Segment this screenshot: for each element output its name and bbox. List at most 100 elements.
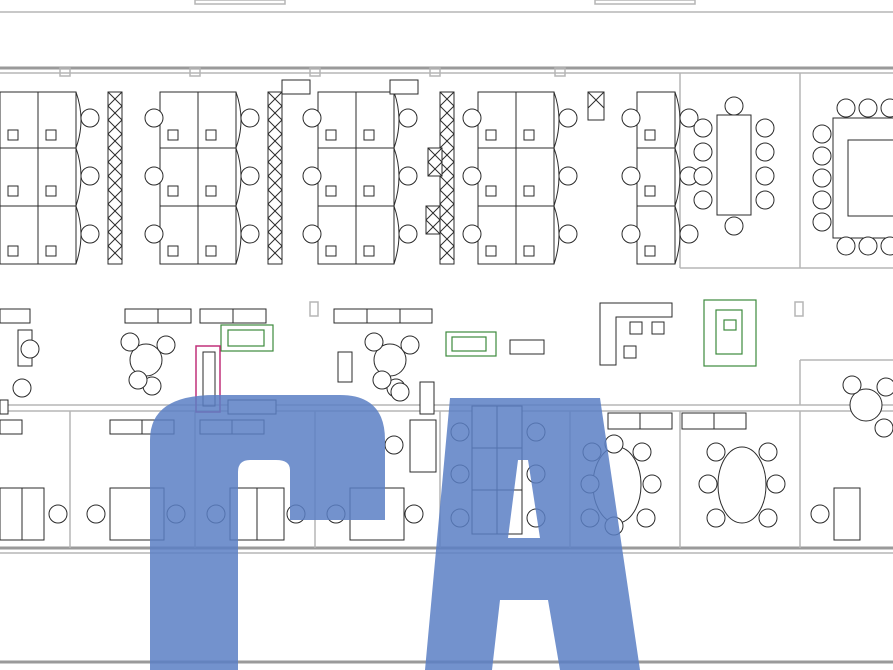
chair [302,108,322,128]
chair [810,504,830,524]
chair [156,335,176,355]
chair [858,98,878,118]
chair [755,118,775,138]
chair [400,335,420,355]
chair [582,442,602,462]
chair [526,422,546,442]
column-brace [267,133,283,149]
storage-column [587,91,605,121]
column-brace [439,119,455,135]
chair [144,108,164,128]
chair [206,504,226,524]
column-brace [267,175,283,191]
chair [302,224,322,244]
chair [880,98,893,118]
storage-column [427,147,443,177]
workstation-pod [621,91,699,265]
chair [384,435,404,455]
monitor-unit [45,129,57,141]
meeting-room-long-table [693,96,775,236]
monitor-unit [644,185,656,197]
highlighted-cabinet [195,345,221,413]
column-brace [107,133,123,149]
chair [526,464,546,484]
column-brace [107,189,123,205]
monitor-unit [325,129,337,141]
chair [755,190,775,210]
column-brace [107,147,123,163]
column-frame [587,91,605,121]
chair [462,108,482,128]
storage-column [281,79,311,95]
chair [604,434,624,454]
column-brace [267,189,283,205]
chair [450,422,470,442]
column-brace [439,203,455,219]
column-brace [439,217,455,233]
chair [724,96,744,116]
column-brace [267,147,283,163]
monitor-unit [485,185,497,197]
column-frame [425,205,441,235]
chair [874,418,893,438]
chair [128,370,148,390]
pod-curve [393,91,400,265]
monitor-unit [205,245,217,257]
monitor-unit [485,129,497,141]
chair [302,166,322,186]
chair [604,516,624,536]
chair [724,216,744,236]
monitor-unit [644,245,656,257]
chair [876,377,893,397]
monitor-unit [45,245,57,257]
chair [398,166,418,186]
column-frame [281,79,311,95]
monitor-unit [363,129,375,141]
pod-curve [235,91,242,265]
column-brace [107,161,123,177]
chair [240,166,260,186]
chair [636,508,656,528]
chair [404,504,424,524]
boardroom-table [812,98,893,256]
chair [450,464,470,484]
pod-curve [75,91,82,265]
chair [836,236,856,256]
monitor-unit [363,245,375,257]
workstation-pod [462,91,578,265]
chair [48,504,68,524]
chair [812,168,832,188]
chair [621,224,641,244]
column-brace [267,119,283,135]
monitor-unit [325,245,337,257]
chair [621,108,641,128]
monitor-unit [167,129,179,141]
column-brace [107,203,123,219]
storage-column [267,91,283,265]
chair [621,166,641,186]
workstation-pod [144,91,260,265]
chair [20,339,40,359]
chair [580,474,600,494]
column-brace [267,91,283,107]
column-brace [439,231,455,247]
chair [755,142,775,162]
chair [558,108,578,128]
monitor-unit [485,245,497,257]
column-frame [427,147,443,177]
column-brace [427,147,443,163]
middle-zone-furniture [0,302,893,473]
chair [812,124,832,144]
chair [812,212,832,232]
monitor-unit [167,185,179,197]
chair [755,166,775,186]
chair [858,236,878,256]
chair [758,442,778,462]
chair [80,166,100,186]
chair [812,190,832,210]
workstation-pods [0,91,699,265]
monitor-unit [363,185,375,197]
column-brace [267,105,283,121]
